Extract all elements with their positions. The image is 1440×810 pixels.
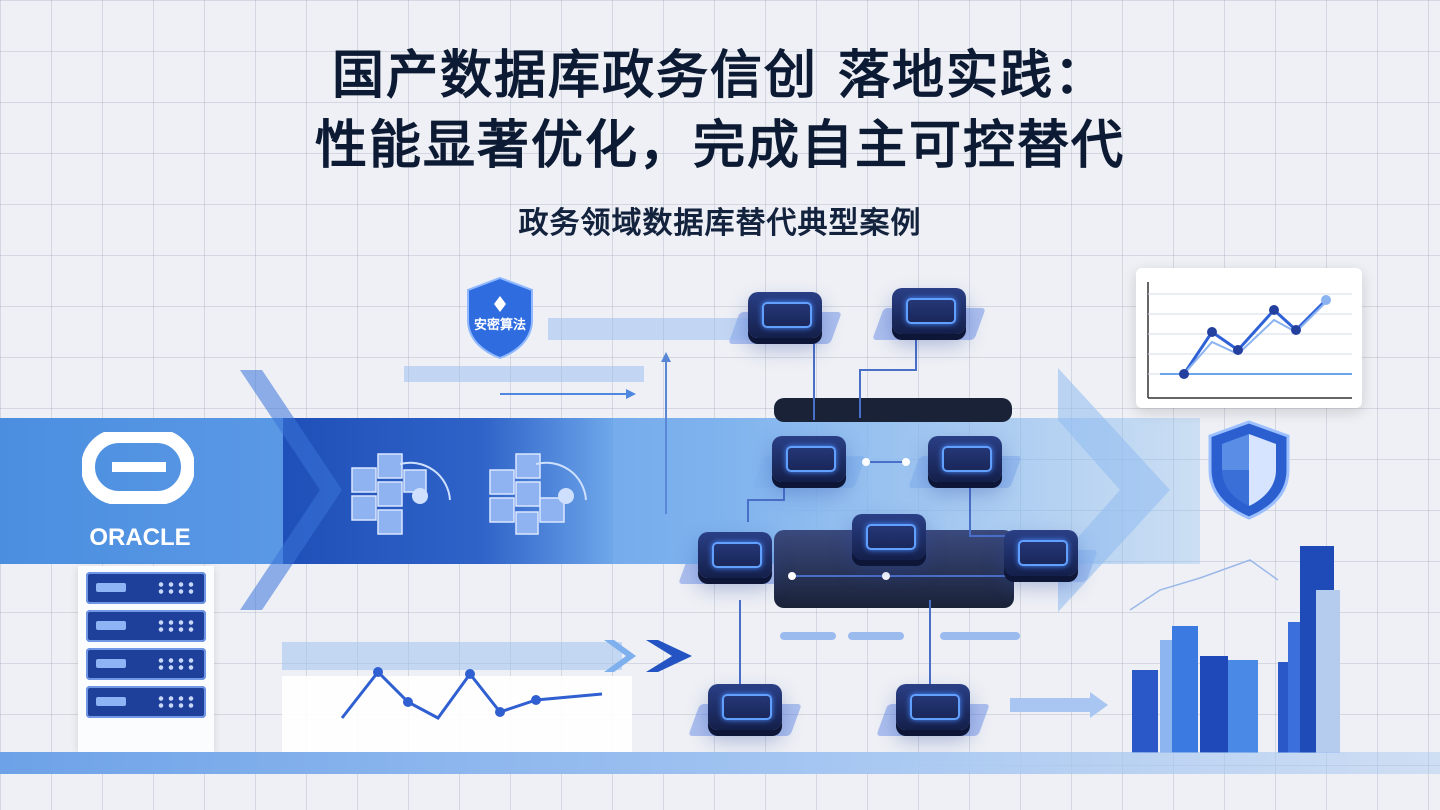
security-shield-icon	[467, 276, 533, 360]
connector-dash	[940, 632, 1020, 640]
security-shield-badge: 安密算法	[464, 276, 536, 360]
connector-bar	[282, 642, 622, 670]
database-node-icon	[928, 436, 1002, 482]
base-band	[0, 752, 1440, 774]
connector-bar	[404, 366, 644, 382]
database-node-icon	[892, 288, 966, 334]
oracle-label: ORACLE	[89, 524, 191, 551]
vertical-connector	[661, 352, 671, 514]
page-subtitle: 政务领域数据库替代典型案例	[518, 206, 922, 241]
line-chart-icon	[340, 667, 603, 720]
database-node-icon	[708, 684, 782, 730]
database-node-icon	[772, 436, 846, 482]
trend-chart-card	[1136, 268, 1362, 408]
database-node-icon	[852, 514, 926, 560]
line-chart-icon	[1147, 282, 1352, 399]
network-links	[739, 340, 1014, 684]
database-node-icon	[1004, 530, 1078, 576]
arrow-right-icon	[1010, 692, 1108, 718]
arrow-right-icon	[500, 389, 636, 399]
data-cubes-icon	[351, 453, 587, 535]
connector-bar	[548, 318, 768, 340]
database-node-icon	[748, 292, 822, 338]
database-node-icon	[698, 532, 772, 578]
arrow-right-icon	[240, 368, 1170, 612]
database-node-icon	[896, 684, 970, 730]
shield-badge-label: 安密算法	[473, 318, 526, 333]
page-title-line1: 国产数据库政务信创 落地实践：	[331, 46, 1109, 106]
server-rack-icon	[78, 566, 214, 752]
oracle-logo-icon	[81, 429, 195, 505]
bar-chart-icon	[1129, 546, 1340, 753]
page-title-line2: 性能显著优化，完成自主可控替代	[314, 116, 1125, 176]
arrow-right-icon	[604, 640, 692, 672]
security-shield-icon	[1208, 420, 1290, 520]
connector-dash	[848, 632, 904, 640]
connector-dash	[780, 632, 836, 640]
